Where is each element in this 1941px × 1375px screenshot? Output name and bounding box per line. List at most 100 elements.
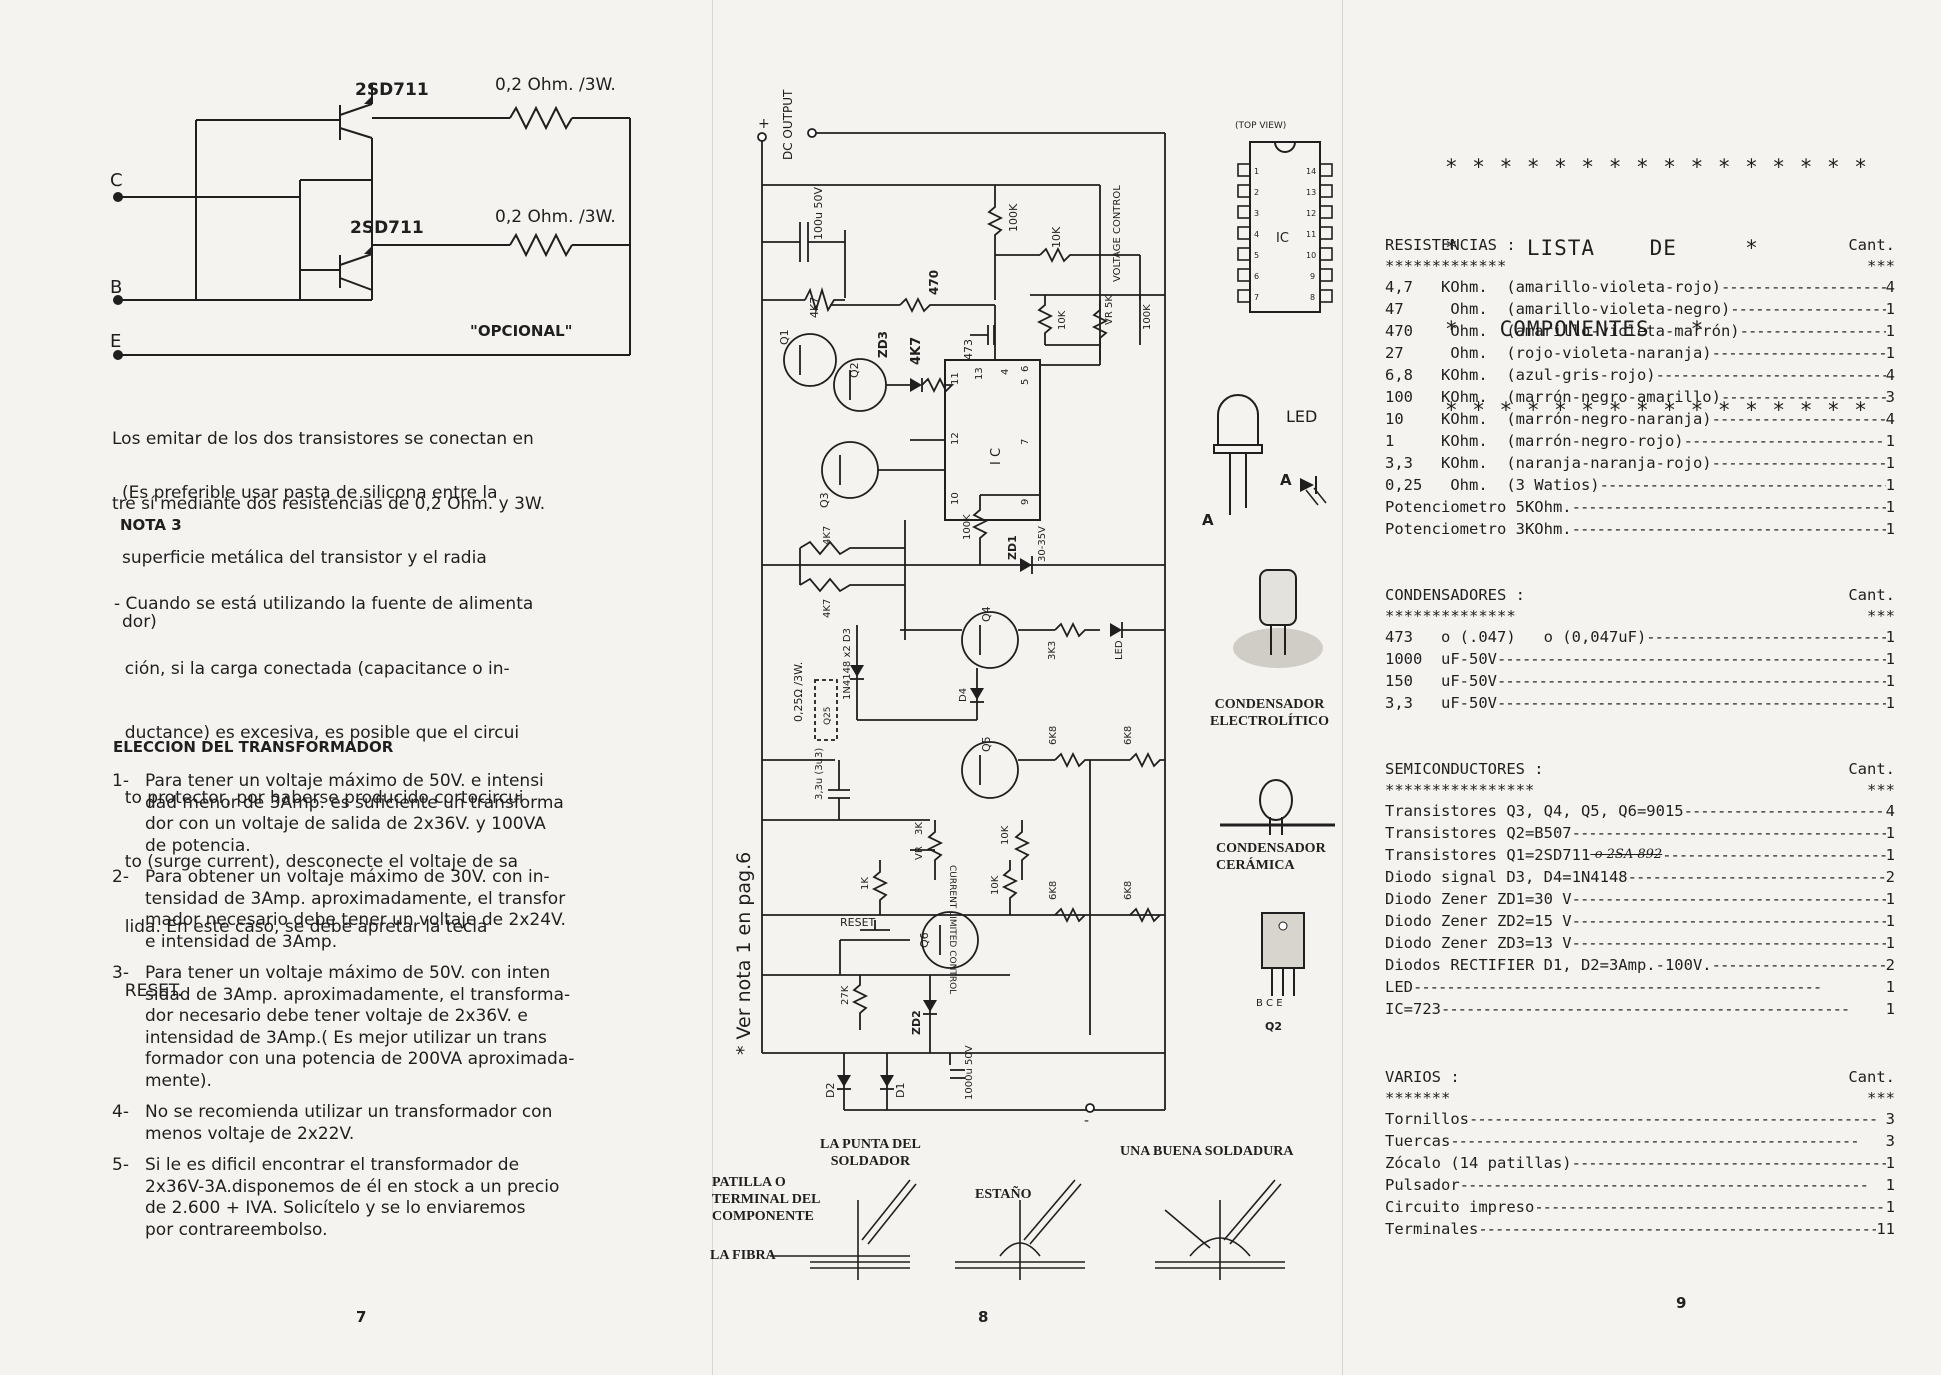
transistor-1-label: 2SD711 bbox=[355, 80, 429, 100]
r6k8c-label: 6K8 bbox=[1048, 881, 1059, 900]
r6k8a-label: 6K8 bbox=[1048, 726, 1059, 745]
list-item: Diodo Zener ZD2=15 V--------------------… bbox=[1385, 912, 1895, 930]
resistor-1-label: 0,2 Ohm. /3W. bbox=[495, 75, 616, 95]
item-qty: 1 bbox=[1885, 650, 1895, 668]
item-qty: 4 bbox=[1885, 410, 1895, 428]
item-qty: 1 bbox=[1885, 498, 1895, 516]
item-label: Transistores Q1=2SD711 bbox=[1385, 846, 1591, 864]
list-item: 1 KOhm. (marrón-negro-rojo)-------------… bbox=[1385, 432, 1895, 450]
nota3-paragraph: - Cuando se está utilizando la fuente de… bbox=[114, 551, 533, 1046]
list-item: 0,25 Ohm. (3 Watios)--------------------… bbox=[1385, 476, 1895, 494]
list-item: Transistores Q3, Q4, Q5, Q6=9015--------… bbox=[1385, 802, 1895, 820]
led-diagram: A A bbox=[1202, 394, 1327, 529]
ver-nota-note: * Ver nota 1 en pag.6 bbox=[733, 852, 755, 1055]
item-qty: 2 bbox=[1885, 956, 1895, 974]
ic-pin-left: 5 bbox=[1254, 251, 1259, 260]
item-qty: 1 bbox=[1885, 520, 1895, 538]
reset-label: RESET bbox=[840, 916, 876, 929]
r4k7d-label: 4K7 bbox=[822, 599, 833, 618]
ic-pin-right: 9 bbox=[1310, 272, 1315, 281]
item-label: Zócalo (14 patillas) bbox=[1385, 1154, 1572, 1172]
item-label: LED bbox=[1385, 978, 1413, 996]
r4k7a-label: 4K7 bbox=[808, 297, 821, 318]
item-label: 6,8 KOhm. (azul-gris-rojo) bbox=[1385, 366, 1656, 384]
solder-good-label: UNA BUENA SOLDADURA bbox=[1120, 1144, 1294, 1159]
section-title: RESISTENCIAS : bbox=[1385, 236, 1516, 254]
top-view-label: (TOP VIEW) bbox=[1235, 121, 1286, 131]
r100k-top-label: 100K bbox=[1007, 203, 1020, 232]
list-item: 3-Para tener un voltaje máximo de 50V. c… bbox=[112, 963, 672, 1092]
q2-label: Q2 bbox=[848, 362, 861, 378]
ic-pin-right: 13 bbox=[1306, 188, 1316, 197]
list-item: Diodo signal D3, D4=1N4148--------------… bbox=[1385, 868, 1895, 886]
item-label: Transistores Q3, Q4, Q5, Q6=9015 bbox=[1385, 802, 1684, 820]
item-qty: 1 bbox=[1885, 476, 1895, 494]
r10k-c-label: 10K bbox=[1000, 825, 1011, 845]
terminal-e-label: E bbox=[110, 331, 121, 352]
item-qty: 1 bbox=[1885, 322, 1895, 340]
item-label: Diodo signal D3, D4=1N4148 bbox=[1385, 868, 1628, 886]
item-label: Circuito impreso bbox=[1385, 1198, 1535, 1216]
item-label: IC=723 bbox=[1385, 1000, 1441, 1018]
electrolytic-capacitor-icon bbox=[1233, 569, 1323, 668]
ic-pin-7: 7 bbox=[1020, 439, 1031, 445]
item-qty: 1 bbox=[1885, 672, 1895, 690]
paste-note: (Es preferible usar pasta de silicona en… bbox=[122, 440, 498, 677]
intro-line: tre sí mediante dos resistencias de 0,2 … bbox=[112, 493, 546, 514]
section-stars: ******* bbox=[1385, 1089, 1451, 1107]
list-item: Potenciometro 5KOhm.--------------------… bbox=[1385, 498, 1895, 516]
nota3-line: - Cuando se está utilizando la fuente de… bbox=[114, 594, 534, 614]
intro-paragraph: Los emitar de los dos transistores se co… bbox=[112, 386, 545, 558]
solder-terminal-label: PATILLA O TERMINAL DEL COMPONENTE bbox=[712, 1175, 821, 1224]
list-item: 5-Si le es dificil encontrar el transfor… bbox=[112, 1155, 672, 1241]
list-item: 473 o (.047) o (0,047uF)----------------… bbox=[1385, 628, 1895, 646]
item-label: 47 Ohm. (amarillo-violeta-negro) bbox=[1385, 300, 1731, 318]
ic-pin-13: 13 bbox=[974, 367, 985, 380]
nota3-line: RESET. bbox=[114, 981, 183, 1001]
ic-pin-right: 14 bbox=[1306, 167, 1316, 176]
item-label: 10 KOhm. (marrón-negro-naranja) bbox=[1385, 410, 1712, 428]
r10k-top-label: 10K bbox=[1050, 226, 1063, 248]
ic-pin-9: 9 bbox=[1020, 499, 1031, 505]
list-item: 4,7 KOhm. (amarillo-violeta-rojo)-------… bbox=[1385, 278, 1895, 296]
item-qty: 1 bbox=[1885, 846, 1895, 864]
nota3-line: lida. En este caso, se debe apretar la t… bbox=[114, 916, 488, 937]
optional-label: "OPCIONAL" bbox=[470, 322, 572, 340]
semiconductores-section: SEMICONDUCTORES :Cant. *****************… bbox=[1385, 758, 1895, 1020]
item-qty: 1 bbox=[1885, 1198, 1895, 1216]
item-qty: 1 bbox=[1885, 344, 1895, 362]
nota3-title: NOTA 3 bbox=[120, 516, 182, 534]
ic-pin-5: 5 bbox=[1020, 379, 1031, 385]
zd2-label: ZD2 bbox=[910, 1010, 923, 1035]
ic-label: I C bbox=[989, 448, 1004, 465]
zd3-label: ZD3 bbox=[876, 331, 890, 358]
led-schematic-label: LED bbox=[1114, 640, 1125, 660]
r4k7b-label: 4K7 bbox=[909, 337, 924, 365]
c33u-label: 3,3u (3u3) bbox=[814, 748, 825, 800]
list-item: Transistores Q1=2SD711-o 2SA 892--------… bbox=[1385, 846, 1895, 864]
item-qty: 4 bbox=[1885, 366, 1895, 384]
item-label: 3,3 uF-50V bbox=[1385, 694, 1497, 712]
page-7: 2SD711 2SD711 0,2 Ohm. /3W. 0,2 Ohm. /3W… bbox=[0, 0, 710, 1375]
list-item: 4-No se recomienda utilizar un transform… bbox=[112, 1102, 672, 1145]
title-line: * COMPONENTES * bbox=[1445, 317, 1705, 341]
r470-label: 470 bbox=[927, 270, 941, 295]
item-label: Tuercas bbox=[1385, 1132, 1451, 1150]
r6k8b-label: 6K8 bbox=[1123, 726, 1134, 745]
item-qty: 3 bbox=[1885, 388, 1895, 406]
paste-line: superficie metálica del transistor y el … bbox=[122, 547, 487, 568]
item-label: Potenciometro 5KOhm. bbox=[1385, 498, 1572, 516]
solder-tip-label: LA PUNTA DEL SOLDADOR bbox=[820, 1137, 921, 1169]
ic-pin-left: 1 bbox=[1254, 167, 1259, 176]
list-item: Circuito impreso------------------------… bbox=[1385, 1198, 1895, 1216]
list-item: 2-Para obtener un voltaje máximo de 30V.… bbox=[112, 867, 672, 953]
item-label: 473 o (.047) o (0,047uF) bbox=[1385, 628, 1647, 646]
list-item-number: 3- bbox=[112, 963, 129, 983]
varios-section: VARIOS :Cant. ********** Tornillos------… bbox=[1385, 1066, 1895, 1240]
bce-label: B C E bbox=[1256, 998, 1283, 1009]
list-item: 27 Ohm. (rojo-violeta-naranja)----------… bbox=[1385, 344, 1895, 362]
item-label: Diodo Zener ZD3=13 V bbox=[1385, 934, 1572, 952]
page-number-9: 9 bbox=[1676, 1294, 1687, 1312]
ic-pin-left: 2 bbox=[1254, 188, 1259, 197]
item-qty: 2 bbox=[1885, 868, 1895, 886]
